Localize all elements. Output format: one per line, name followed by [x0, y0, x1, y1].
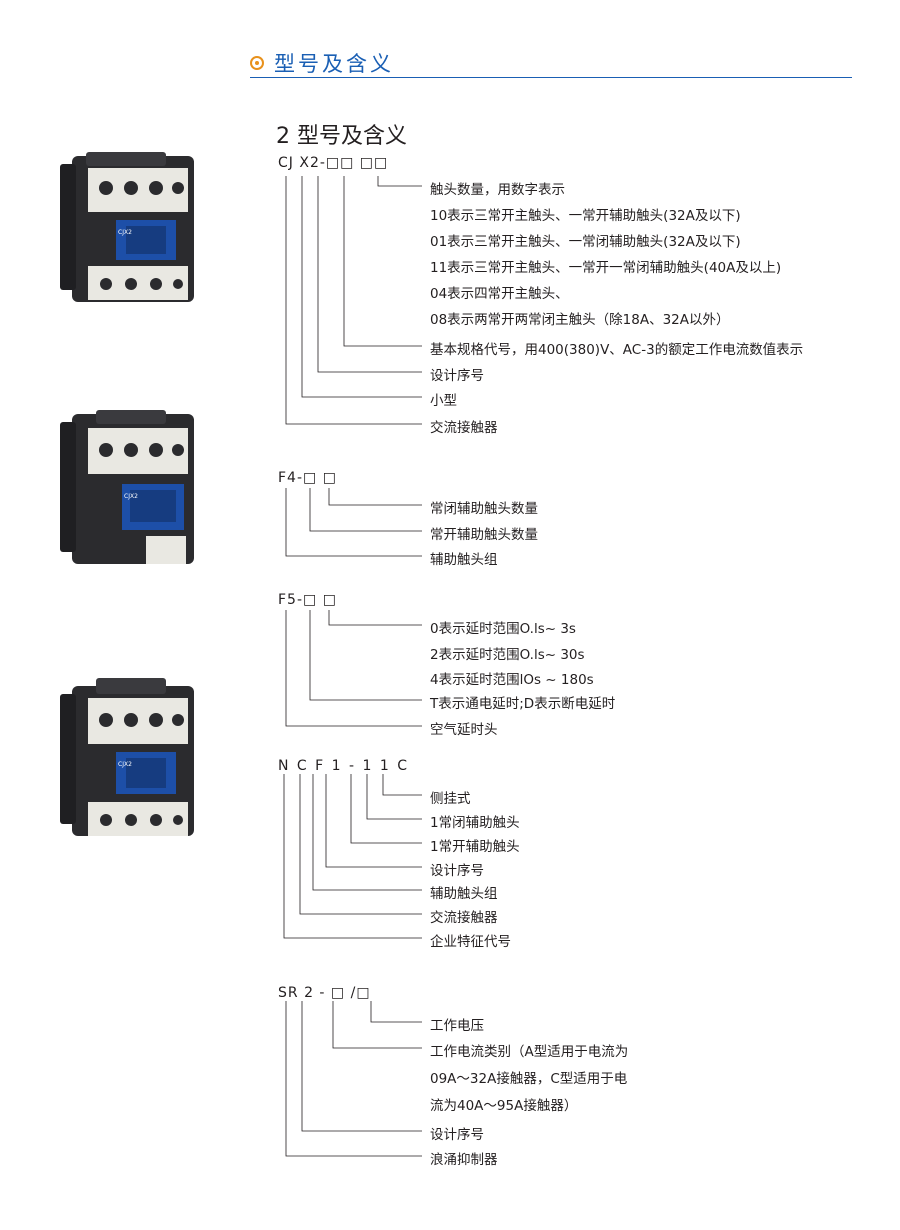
model-code-cjx2: CJ X2-□□ □□ [278, 155, 389, 171]
header-divider [250, 77, 852, 78]
f5-item: 空气延时头 [430, 722, 498, 738]
brand-label: CJX2 [118, 229, 132, 236]
cjx2-item: 10表示三常开主触头、一常开辅助触头(32A及以下) [430, 208, 741, 224]
section-title: 2 型号及含义 [276, 124, 407, 149]
cjx2-item: 01表示三常开主触头、一常闭辅助触头(32A及以下) [430, 234, 741, 250]
ncf1-item: 辅助触头组 [430, 886, 498, 902]
contactor-photo-1: CJX2 [60, 152, 194, 302]
cjx2-item: 小型 [430, 393, 457, 409]
sr2-item: 工作电压 [430, 1018, 484, 1034]
cjx2-item: 08表示两常开两常闭主触头（除18A、32A以外） [430, 312, 730, 328]
model-code-ncf1: N C F 1 - 1 1 C [278, 758, 410, 774]
cjx2-item: 04表示四常开主触头、 [430, 286, 569, 302]
bullet-circle-icon [250, 56, 264, 70]
ncf1-item: 1常闭辅助触头 [430, 815, 520, 831]
ncf1-item: 设计序号 [430, 863, 484, 879]
brand-label: CJX2 [118, 761, 132, 768]
sr2-item: 设计序号 [430, 1127, 484, 1143]
f4-item: 常开辅助触头数量 [430, 527, 538, 543]
model-code-sr2: SR 2 - □ /□ [278, 985, 371, 1001]
sr2-item: 浪涌抑制器 [430, 1152, 498, 1168]
cjx2-item: 基本规格代号，用400(380)V、AC-3的额定工作电流数值表示 [430, 342, 804, 358]
contactor-photo-3: CJX2 [60, 678, 194, 836]
cjx2-item: 交流接触器 [430, 420, 498, 436]
brand-label: CJX2 [124, 493, 138, 500]
sr2-item: 09A～32A接触器，C型适用于电 [430, 1071, 628, 1087]
f5-item: 2表示延时范围O.ls~ 30s [430, 647, 585, 663]
f5-item: 4表示延时范围lOs ~ 180s [430, 672, 594, 688]
ncf1-item: 交流接触器 [430, 910, 498, 926]
ncf1-item: 1常开辅助触头 [430, 839, 520, 855]
page-header-title: 型号及含义 [274, 52, 394, 76]
cjx2-item: 设计序号 [430, 368, 484, 384]
sr2-item: 流为40A～95A接触器） [430, 1098, 578, 1114]
model-code-f5: F5-□ □ [278, 592, 337, 608]
ncf1-item: 侧挂式 [430, 791, 471, 807]
f5-item: 0表示延时范围O.ls~ 3s [430, 621, 576, 637]
contactor-photo-2: CJX2 [60, 410, 194, 564]
model-code-f4: F4-□ □ [278, 470, 337, 486]
cjx2-item: 11表示三常开主触头、一常开一常闭辅助触头(40A及以上) [430, 260, 782, 276]
sr2-item: 工作电流类别（A型适用于电流为 [430, 1044, 629, 1060]
cjx2-item: 触头数量，用数字表示 [430, 182, 565, 198]
f4-item: 辅助触头组 [430, 552, 498, 568]
f4-item: 常闭辅助触头数量 [430, 501, 538, 517]
f5-item: T表示通电延时;D表示断电延时 [430, 696, 616, 712]
ncf1-item: 企业特征代号 [430, 934, 511, 950]
